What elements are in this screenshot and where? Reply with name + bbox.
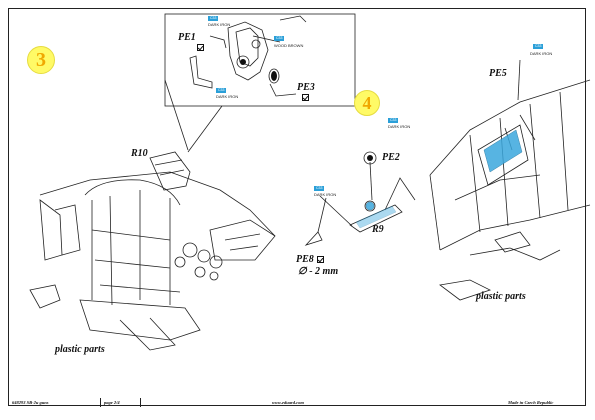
- footer-divider: [100, 398, 101, 407]
- paint-tag: C33: [216, 88, 227, 93]
- label-r9: R9: [372, 224, 384, 235]
- footer-page: page 2/4: [104, 400, 120, 405]
- footer-origin: Made in Czech Republic: [508, 400, 554, 405]
- step-3-badge: 3: [27, 46, 55, 74]
- label-pe8-note: ∅ - 2 mm: [298, 266, 339, 277]
- label-pe3: PE3: [297, 82, 315, 101]
- paint-dark-iron-inset: DARK IRON: [216, 94, 239, 99]
- pe8-text: PE8: [296, 254, 314, 265]
- part-pe8-shape: [304, 231, 323, 246]
- label-pe2: PE2: [382, 152, 400, 163]
- paint-dark-iron: DARK IRON: [208, 22, 231, 27]
- paint-tag: C33: [274, 36, 285, 41]
- detail-inset-box: [164, 13, 356, 107]
- page-frame: [8, 8, 586, 406]
- paint-wood-brown: WOOD BROWN: [274, 43, 304, 48]
- pe1-text: PE1: [178, 32, 196, 43]
- paint-tag: C33: [388, 118, 399, 123]
- note-plastic-parts-left: plastic parts: [55, 344, 105, 355]
- footer-product: 648293 SB-2u guns: [12, 400, 49, 405]
- label-r10: R10: [131, 148, 148, 159]
- paint-tag: C33: [208, 16, 219, 21]
- pe3-text: PE3: [297, 82, 315, 93]
- paint-tag: C33: [314, 186, 325, 191]
- paint-dark-iron-pe5: DARK IRON: [530, 51, 553, 56]
- label-pe5: PE5: [489, 68, 507, 79]
- part-pe2-shape: [363, 151, 377, 165]
- checkbox-icon: [302, 94, 309, 101]
- part-r9-shape: [349, 204, 403, 233]
- paint-tag: C33: [533, 44, 544, 49]
- checkbox-icon: [316, 256, 324, 264]
- footer-url[interactable]: www.eduard.com: [272, 400, 304, 405]
- step-4-badge: 4: [354, 90, 380, 116]
- paint-dark-iron-pe8: DARK IRON: [314, 192, 337, 197]
- checkbox-icon: [197, 44, 204, 51]
- part-r10-shape: [149, 151, 191, 191]
- label-pe1: PE1: [178, 32, 204, 51]
- paint-dark-iron-step4: DARK IRON: [388, 124, 411, 129]
- label-pe8: PE8: [296, 254, 324, 265]
- footer-divider: [140, 398, 141, 407]
- note-plastic-parts-right: plastic parts: [476, 291, 526, 302]
